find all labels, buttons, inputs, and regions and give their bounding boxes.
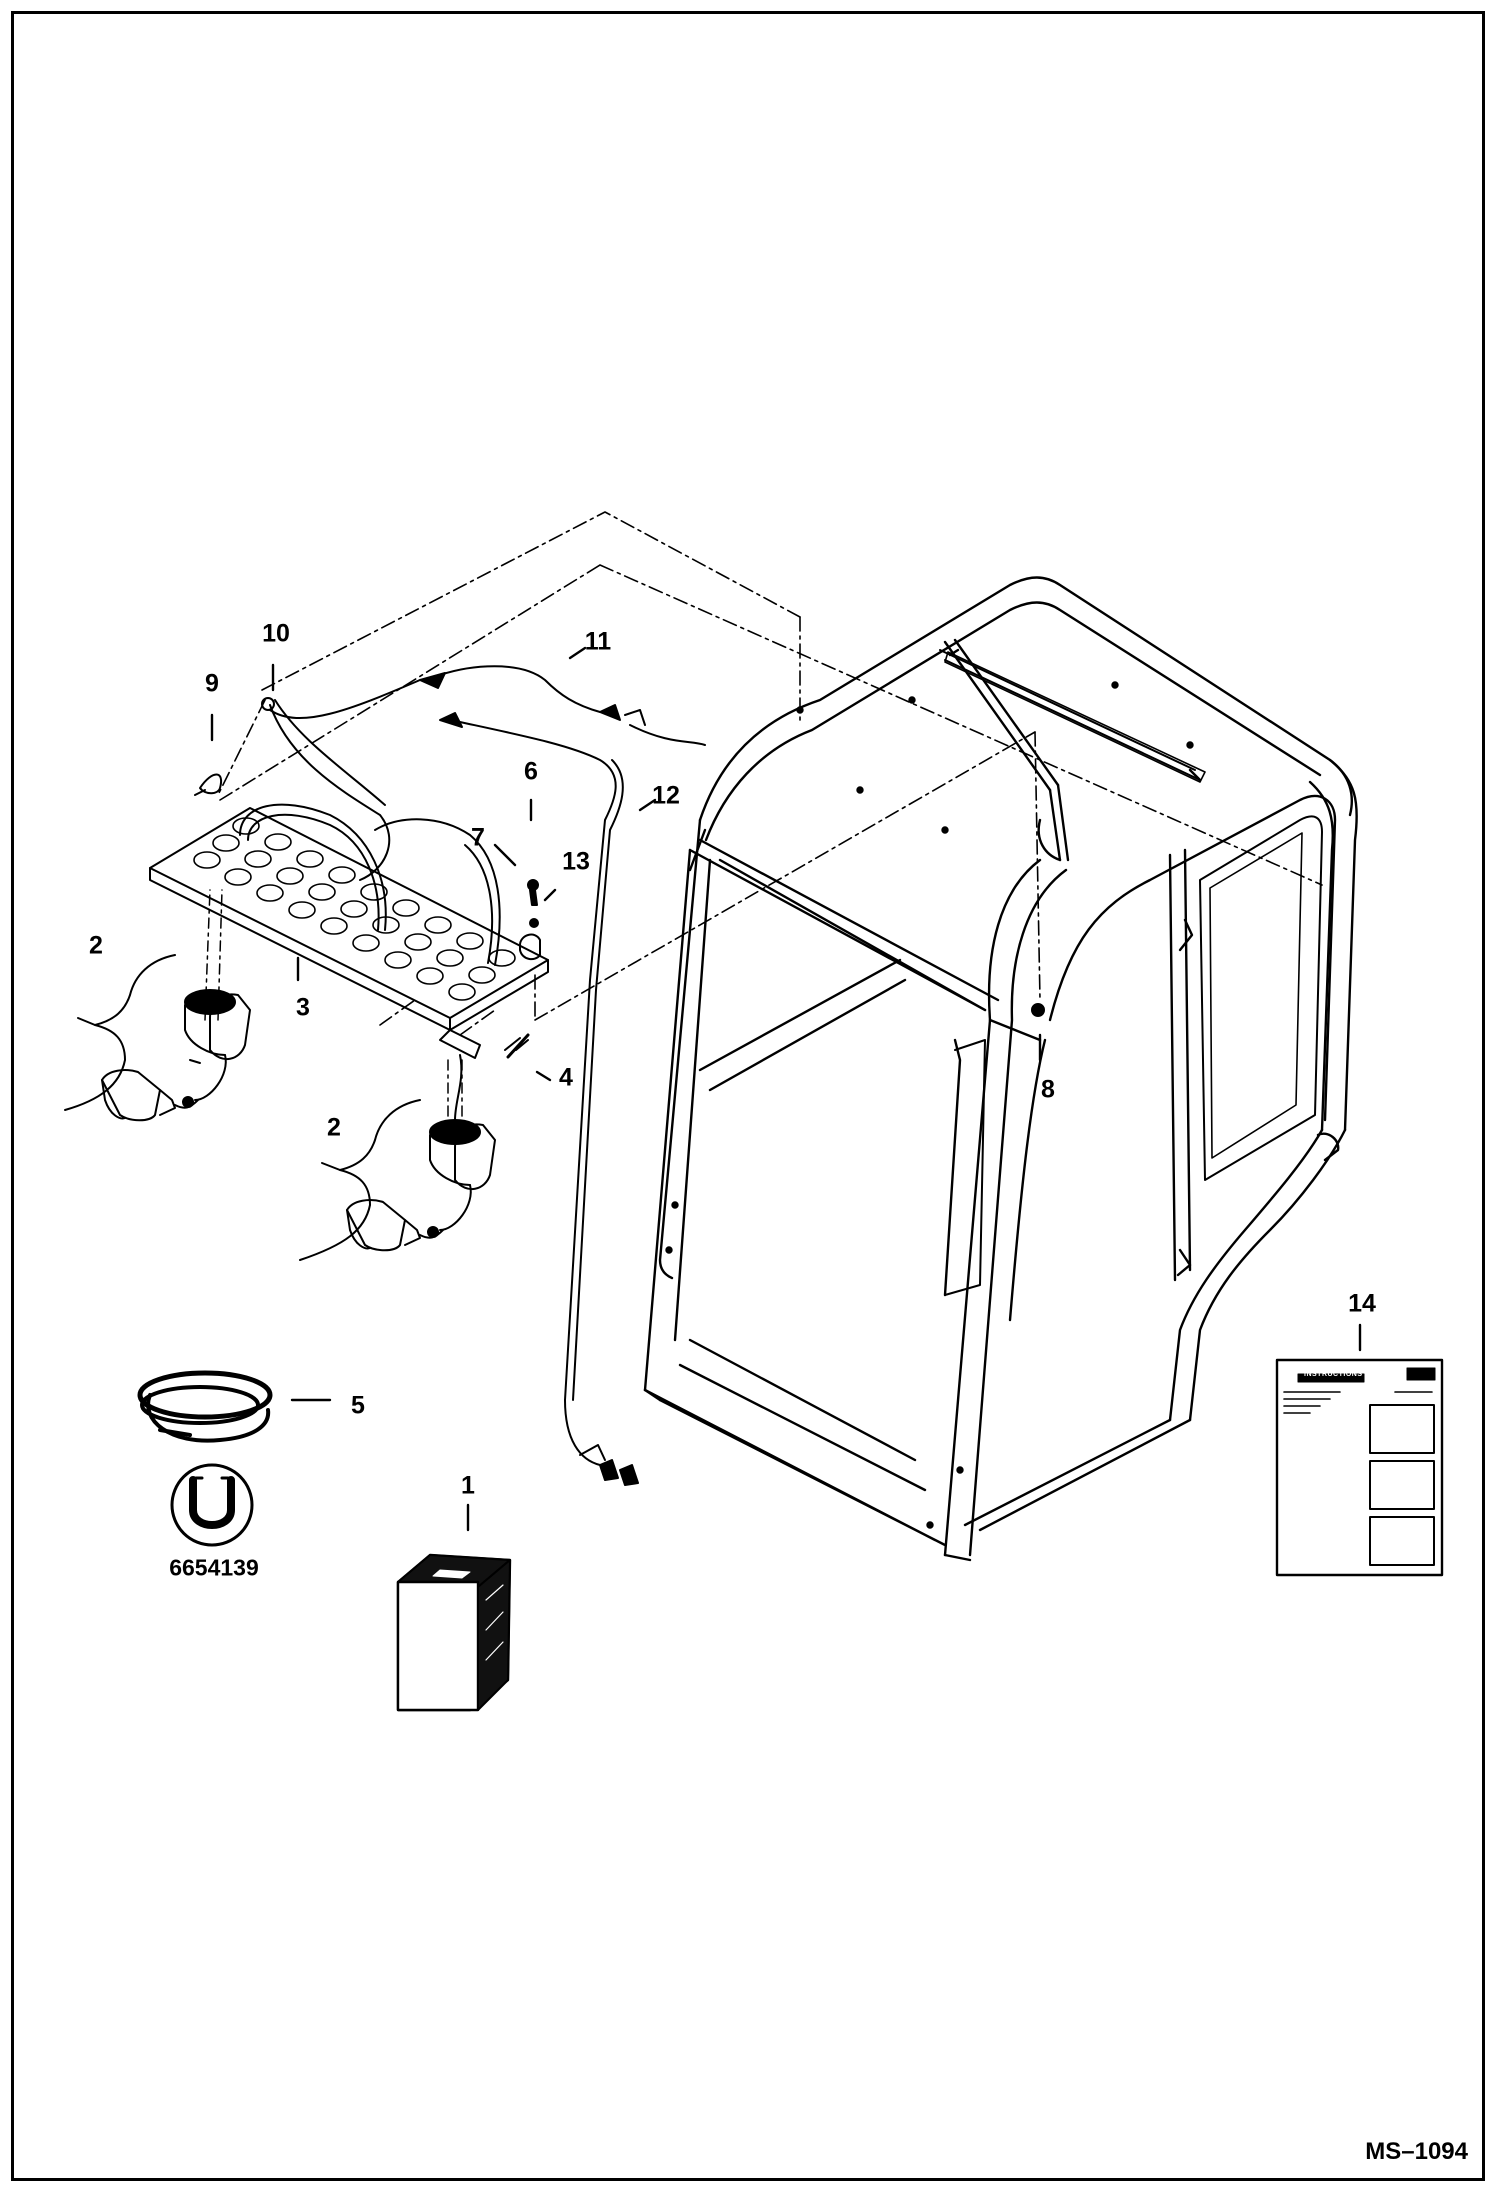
drawing-id: MS–1094 [1365, 2138, 1468, 2165]
callout-9: 9 [205, 669, 219, 698]
callout-5: 5 [351, 1391, 365, 1420]
callout-4: 4 [559, 1063, 573, 1092]
item-2-braces [64, 954, 421, 1261]
small-hardware [194, 773, 1045, 1059]
wiring-harness [261, 665, 706, 1486]
parts-box [396, 1553, 512, 1712]
part-symbol [170, 1463, 254, 1547]
callout-10: 10 [262, 619, 290, 648]
cab-frame [643, 576, 1358, 1562]
work-light-assembly-left [101, 889, 251, 1122]
assembly-guide-lines [217, 511, 1323, 1036]
callout-2-right: 2 [327, 1113, 341, 1142]
callout-11: 11 [584, 627, 612, 656]
instruction-sheet-heading: INSTRUCTIONS [1304, 1371, 1363, 1378]
callout-13: 13 [562, 847, 590, 876]
callout-1: 1 [461, 1471, 475, 1500]
callout-7: 7 [471, 823, 485, 852]
callout-12: 12 [652, 781, 680, 810]
callout-14: 14 [1348, 1289, 1376, 1318]
light-bracket [149, 803, 549, 1059]
callout-8: 8 [1041, 1075, 1055, 1104]
instruction-sheet [1275, 1358, 1444, 1577]
drawing-frame [11, 11, 1485, 2181]
seal-strip-coil [137, 1370, 273, 1443]
part-code: 6654139 [169, 1554, 259, 1581]
callout-3: 3 [296, 993, 310, 1022]
callout-2-left: 2 [89, 931, 103, 960]
leader-lines [210, 646, 1362, 1532]
callout-6: 6 [524, 757, 538, 786]
work-light-assembly-right [346, 1054, 496, 1252]
